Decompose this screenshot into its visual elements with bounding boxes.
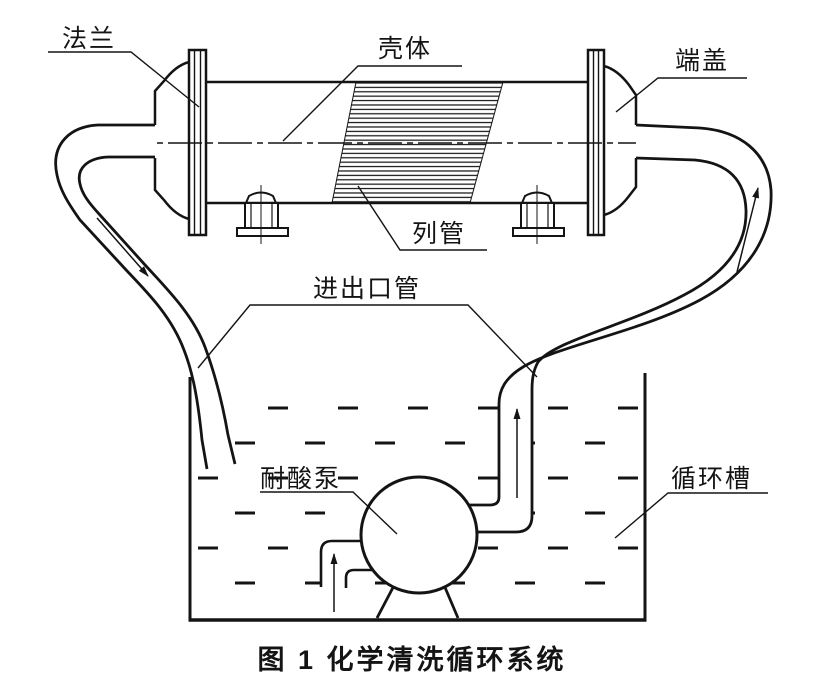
leader-flange [48,51,200,108]
leader-acid-pump [260,491,398,535]
label-tube-bundle: 列管 [412,220,466,248]
pipe-left [54,123,237,470]
support-foot-left [236,185,289,244]
pipe-right-outer-edge [469,123,773,507]
flow-arrows [96,187,759,612]
heat-exchanger [118,48,675,244]
label-inlet-outlet-pipe: 进出口管 [313,275,421,303]
text-labels: 法兰 壳体 端盖 列管 进出口管 耐酸泵 循环槽 [62,25,752,493]
pump-intake-inner-edge [344,568,372,588]
pump-body [359,475,479,595]
pump-intake-outer-edge [319,539,361,587]
label-shell: 壳体 [378,35,432,63]
pipe-right [469,123,773,534]
end-cap-right [603,64,638,217]
leader-tube-bundle [357,185,487,251]
label-acid-pump: 耐酸泵 [260,465,341,493]
leader-end-cap [615,77,747,113]
flow-arrow-left-pipe [96,217,149,277]
pipe-right-inner-edge [477,156,748,534]
pipe-left-inner-edge [77,155,237,465]
flow-arrow-right-pipe [736,187,759,273]
support-foot-right [512,185,565,244]
circulation-tank [188,373,647,622]
end-cap-left [153,60,190,221]
label-end-cap: 端盖 [675,47,729,75]
leader-circulation-tank [614,492,768,539]
pipe-left-outer-edge [54,123,209,470]
leader-shell [282,65,462,142]
label-circulation-tank: 循环槽 [671,465,752,493]
leader-inlet-outlet-pipe [197,304,538,378]
leader-lines [48,51,768,539]
figure-caption: 图 1 化学清洗循环系统 [257,644,566,675]
label-flange: 法兰 [62,25,116,53]
